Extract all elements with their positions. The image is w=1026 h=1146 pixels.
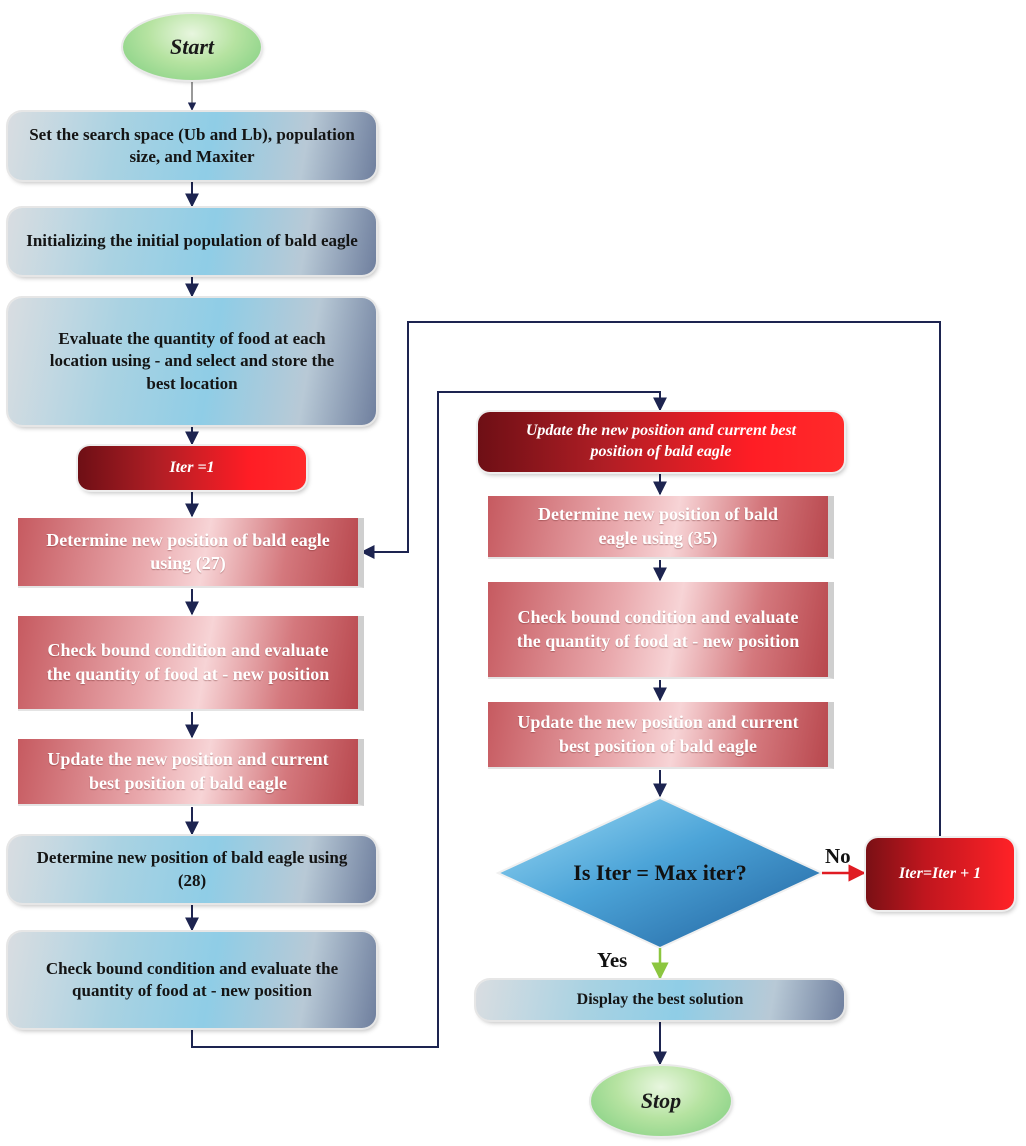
arrow-check2-to-update-header bbox=[191, 391, 667, 1048]
no-label: No bbox=[825, 844, 851, 868]
setup-step: Set the search space (Ub and Lb), popula… bbox=[8, 112, 376, 180]
iter-increment-step: Iter=Iter + 1 bbox=[866, 838, 1014, 910]
yes-label: Yes bbox=[597, 948, 628, 972]
start-terminal: Start bbox=[123, 14, 261, 80]
update-header-step: Update the new position and current best… bbox=[478, 412, 844, 472]
check-bound-3-step: Check bound condition and evaluate the q… bbox=[488, 582, 834, 679]
update-3-step: Update the new position and current best… bbox=[488, 702, 834, 769]
evaluate-step: Evaluate the quantity of food at each lo… bbox=[8, 298, 376, 425]
check-bound-2-step: Check bound condition and evaluate the q… bbox=[8, 932, 376, 1028]
init-step: Initializing the initial population of b… bbox=[8, 208, 376, 275]
update-1-step: Update the new position and current best… bbox=[18, 739, 364, 806]
determine-27-step: Determine new position of bald eagle usi… bbox=[18, 518, 364, 588]
stop-terminal: Stop bbox=[591, 1066, 731, 1136]
display-step: Display the best solution bbox=[476, 980, 844, 1020]
arrow-iter-increment-loop bbox=[360, 321, 941, 836]
iter-init-step: Iter =1 bbox=[78, 446, 306, 490]
check-bound-1-step: Check bound condition and evaluate the q… bbox=[18, 616, 364, 711]
determine-35-step: Determine new position of bald eagle usi… bbox=[488, 496, 834, 559]
determine-28-step: Determine new position of bald eagle usi… bbox=[8, 836, 376, 903]
decision-label: Is Iter = Max iter? bbox=[573, 860, 747, 885]
